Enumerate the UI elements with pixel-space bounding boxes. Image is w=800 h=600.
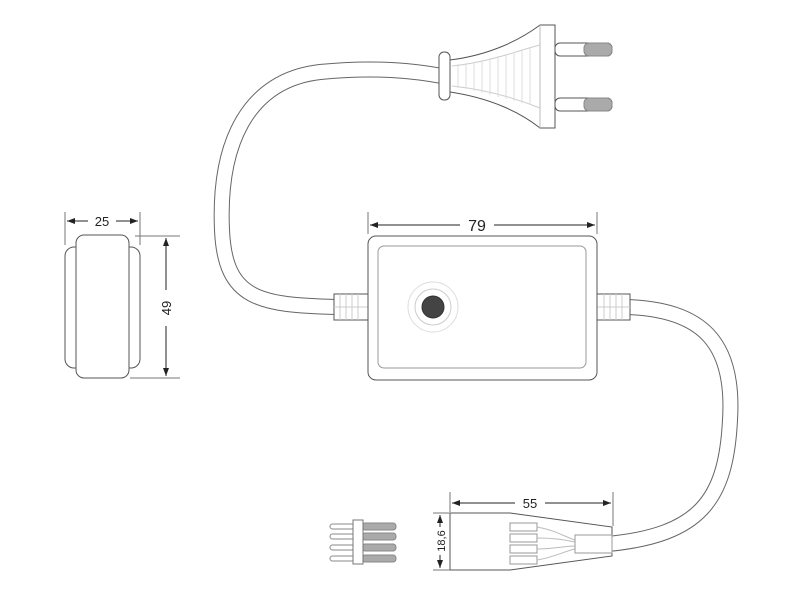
connector-height-label: 18,6	[436, 530, 448, 551]
side-height-label: 49	[159, 301, 174, 315]
controller-width-label: 79	[468, 218, 486, 235]
controller-width-dimension	[367, 212, 598, 234]
side-width-label: 25	[95, 214, 109, 229]
connector-length-label: 55	[523, 496, 537, 511]
euro-plug	[438, 24, 613, 129]
output-connector	[433, 492, 614, 571]
pin-header	[329, 519, 397, 565]
control-button	[421, 295, 445, 319]
power-cable	[213, 61, 444, 315]
output-cable	[607, 299, 739, 552]
controller-box	[333, 235, 631, 381]
side-view	[64, 212, 180, 379]
